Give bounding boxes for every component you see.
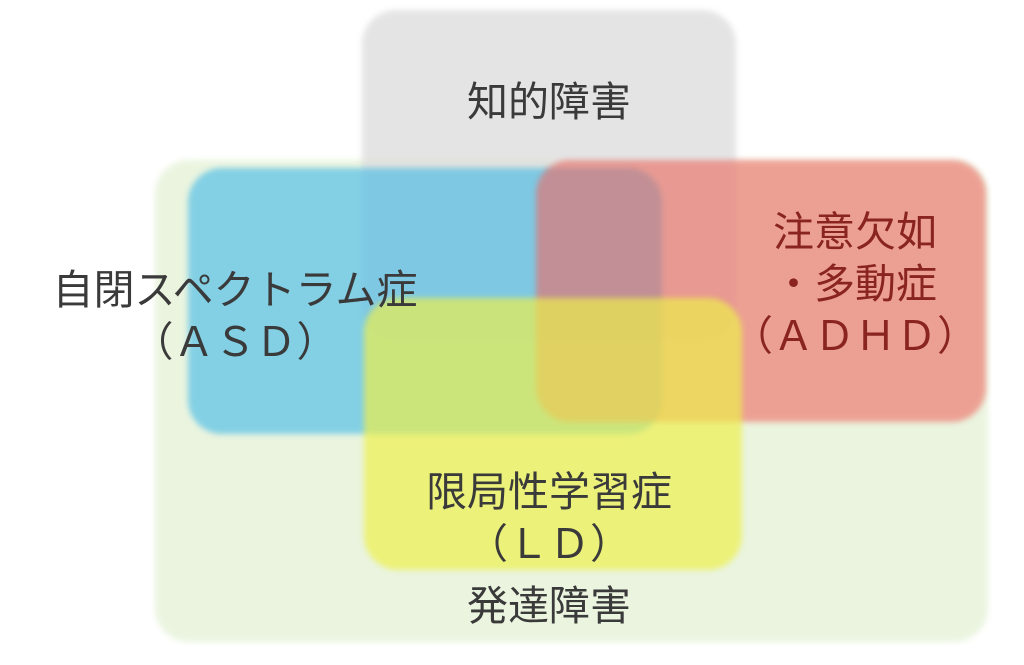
intellectual-disability-label: 知的障害 (362, 76, 736, 128)
ld-label: 限局性学習症 （ＬＤ） (362, 466, 736, 570)
developmental-disorder-label-line: 発達障害 (467, 582, 631, 630)
ld-label-line: 限局性学習症 (426, 468, 672, 516)
ld-region (364, 298, 742, 570)
ld-label-line: （ＬＤ） (467, 520, 631, 568)
intellectual-disability-label-line: 知的障害 (467, 78, 631, 126)
adhd-label-line: 注意欠如 (773, 208, 937, 256)
developmental-disorder-label: 発達障害 (362, 580, 736, 632)
adhd-label: 注意欠如 ・多動症 （ＡＤＨＤ） (730, 206, 980, 362)
asd-label: 自閉スペクトラム症 （ＡＳＤ） (10, 264, 460, 368)
asd-label-line: 自閉スペクトラム症 (52, 266, 418, 314)
adhd-label-line: ・多動症 (773, 260, 937, 308)
adhd-label-line: （ＡＤＨＤ） (732, 312, 978, 360)
asd-label-line: （ＡＳＤ） (132, 318, 338, 366)
